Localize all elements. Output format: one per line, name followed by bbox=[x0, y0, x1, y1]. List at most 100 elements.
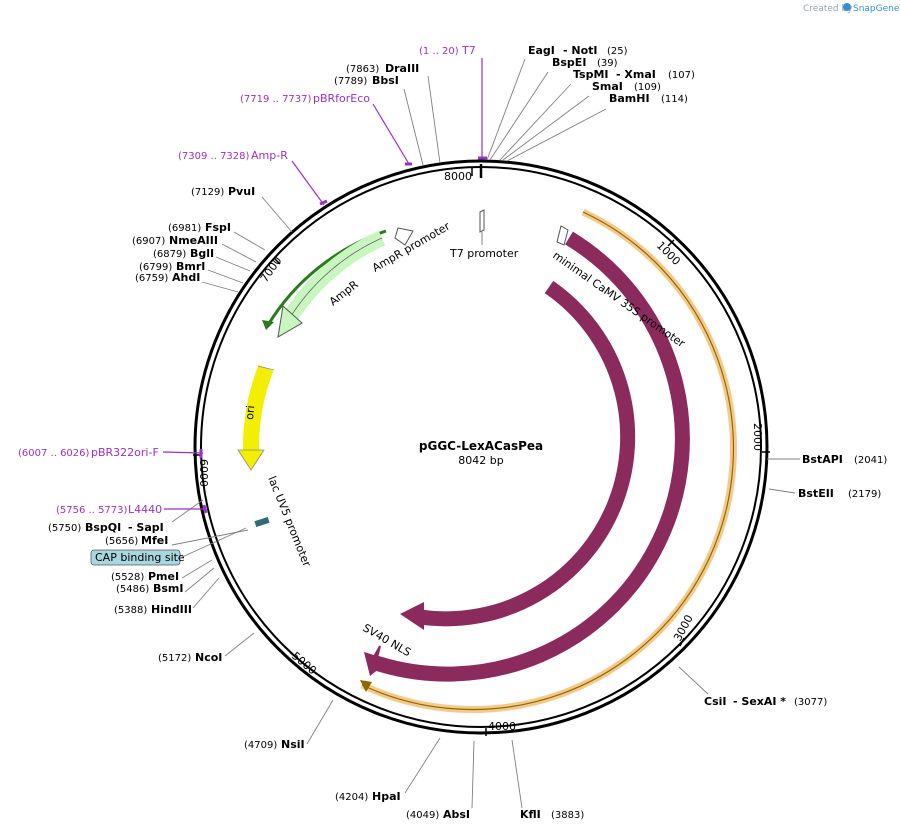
leader-kfli bbox=[511, 739, 523, 809]
cap-binding-site-badge: CAP binding site bbox=[90, 549, 185, 566]
site-pmei-name: PmeI bbox=[148, 570, 179, 583]
primer-ampr-range: (7309 .. 7328) bbox=[178, 151, 250, 162]
site-bspei-pos: (39) bbox=[597, 58, 618, 69]
site-ahdi-pos: (6759) bbox=[135, 273, 168, 284]
site-kfli-pos: (3883) bbox=[551, 810, 584, 821]
site-bsteii-pos: (2179) bbox=[848, 489, 881, 500]
site-smai-pos: (109) bbox=[634, 82, 661, 93]
site-draiii-pos: (7863) bbox=[346, 64, 379, 75]
tick-label-7000: 7000 bbox=[258, 254, 285, 284]
plasmid-name: pGGC-LexACasPea bbox=[419, 439, 543, 453]
leader-smai bbox=[502, 95, 590, 161]
tick-mark-3000 bbox=[679, 637, 685, 647]
site-nsii-pos: (4709) bbox=[244, 740, 277, 751]
tick-mark-5000 bbox=[286, 648, 294, 656]
leader-bspei bbox=[489, 71, 549, 161]
primer-ampr-mark bbox=[319, 199, 328, 206]
site-bstapi-pos: (2041) bbox=[854, 455, 887, 466]
site-absi-name: AbsI bbox=[443, 808, 470, 821]
tick-mark-1000 bbox=[667, 239, 675, 247]
site-nmeaiii-name: NmeAIII bbox=[169, 234, 218, 247]
site-bspei-name: BspEI bbox=[552, 56, 586, 69]
site-csii-name: CsiI bbox=[704, 695, 726, 708]
leader-eagi bbox=[486, 58, 526, 161]
site-bgli-name: BglI bbox=[190, 247, 214, 260]
leader-ahdi bbox=[201, 281, 239, 293]
ori-arrowhead bbox=[237, 449, 265, 471]
ori-edge bbox=[257, 365, 275, 371]
site-sexai-name: - SexAI * bbox=[733, 695, 786, 708]
leader-fspi bbox=[233, 231, 266, 251]
leader-csii bbox=[678, 666, 709, 695]
site-bsmi-pos: (5486) bbox=[116, 584, 149, 595]
snapgene-watermark: Created by SnapGene bbox=[803, 3, 900, 14]
tick-label-8000: 8000 bbox=[444, 170, 472, 183]
ori-body bbox=[242, 365, 274, 451]
site-sapi-name: - SapI bbox=[128, 521, 164, 534]
leader-bamhi bbox=[506, 108, 607, 162]
orf-highlight-line bbox=[361, 211, 735, 711]
site-mfei-pos: (5656) bbox=[105, 536, 138, 547]
ampr-outer-arrowhead bbox=[262, 320, 274, 330]
site-eagi-pos: (25) bbox=[607, 46, 628, 57]
site-fspi-name: FspI bbox=[205, 221, 231, 234]
site-bbsi-pos: (7789) bbox=[334, 76, 367, 87]
plasmid-length: 8042 bp bbox=[458, 454, 503, 467]
watermark-created-by: Created by bbox=[803, 4, 853, 14]
primer-pbr322ori-range: (6007 .. 6026) bbox=[18, 448, 90, 459]
site-bgli-pos: (6879) bbox=[153, 249, 186, 260]
site-mfei-name: MfeI bbox=[141, 534, 168, 547]
leader-bgli bbox=[215, 256, 251, 272]
site-hpai-pos: (4204) bbox=[335, 792, 368, 803]
leader-nsii bbox=[306, 699, 334, 745]
primer-t7-name: T7 bbox=[461, 44, 476, 57]
sv40-nls-arrow bbox=[367, 645, 381, 666]
site-bstapi-name: BstAPI bbox=[802, 453, 843, 466]
site-smai-name: SmaI bbox=[592, 80, 623, 93]
site-tspmi-pos: (107) bbox=[668, 70, 695, 81]
cas9-inner-label: Cas9 bbox=[637, 504, 659, 534]
snapgene-logo-icon bbox=[843, 3, 851, 11]
site-bmri-pos: (6799) bbox=[139, 262, 172, 273]
cas9-outer-arrowhead bbox=[364, 652, 390, 676]
tick-mark-7000 bbox=[273, 257, 281, 265]
cas9-outer-label: Cas9 bbox=[682, 527, 704, 557]
cas9-outer-arc bbox=[370, 231, 690, 682]
site-pvui-name: PvuI bbox=[228, 185, 255, 198]
leader-bsteii bbox=[768, 488, 796, 494]
primer-pbrforeco-name: pBRforEco bbox=[313, 92, 370, 105]
site-bbsi-name: BbsI bbox=[372, 74, 399, 87]
site-eagi-name: EagI bbox=[528, 44, 555, 57]
site-noti-name: - NotI bbox=[563, 44, 598, 57]
cas9-inner-arrowhead bbox=[400, 602, 424, 630]
orf-arrow-head bbox=[360, 680, 372, 692]
primer-t7-range: (1 .. 20) bbox=[419, 46, 459, 57]
cap-binding-site-box bbox=[90, 549, 181, 566]
site-bsteii-name: BstEII bbox=[798, 487, 834, 500]
backbone-outer-ring bbox=[193, 159, 769, 735]
site-hindiii-name: HindIII bbox=[151, 603, 192, 616]
watermark-brand: SnapGene bbox=[853, 4, 900, 14]
site-pvui-pos: (7129) bbox=[191, 187, 224, 198]
lac-uv5-promoter-box bbox=[254, 516, 270, 528]
leader-nmeaiii bbox=[221, 243, 257, 263]
site-kfli-name: KflI bbox=[520, 808, 541, 821]
t7-promoter-arrow bbox=[479, 209, 485, 233]
leader-hindiii bbox=[192, 577, 220, 609]
leader-draiii bbox=[427, 75, 441, 164]
leader-hpai bbox=[404, 737, 441, 794]
ampr-promoter-arrow bbox=[394, 227, 414, 246]
primer-pbr322ori-leader bbox=[162, 451, 204, 454]
site-leader-lines bbox=[171, 58, 800, 809]
leader-pvui bbox=[261, 196, 293, 233]
leader-bsmi bbox=[184, 567, 215, 593]
site-nsii-name: NsiI bbox=[281, 738, 305, 751]
primer-markers bbox=[162, 58, 487, 514]
leader-tspmi bbox=[499, 83, 572, 161]
tick-label-2000: 2000 bbox=[751, 423, 764, 451]
primer-l4440-name: L4440 bbox=[128, 503, 162, 516]
tick-label-4000: 4000 bbox=[488, 720, 516, 733]
cas9-inner-arc bbox=[418, 280, 636, 627]
lac-uv5-label: lac UV5 promoter bbox=[265, 474, 313, 569]
